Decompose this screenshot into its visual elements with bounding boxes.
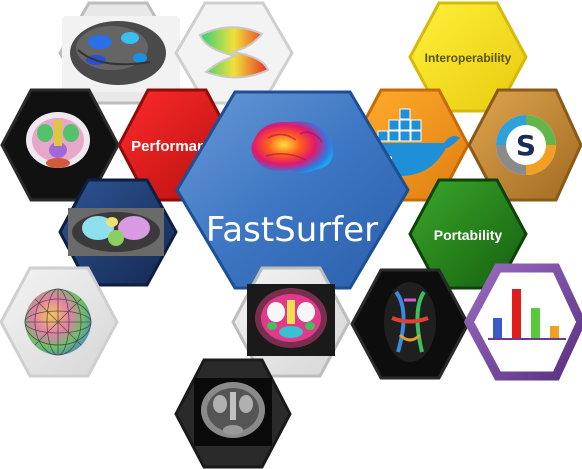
tractography-tile <box>350 268 470 380</box>
brain-logo-icon <box>251 121 333 173</box>
fastsurfer-main-tile[interactable]: FastSurfer <box>175 90 410 290</box>
coronal-mri-color-tile <box>231 266 351 378</box>
interoperability-tile[interactable]: Interoperability <box>408 1 528 113</box>
coronal-brain-segmentation-icon <box>26 112 90 168</box>
portability-label: Portability <box>434 227 503 243</box>
fastsurfer-title: FastSurfer <box>206 210 378 250</box>
coronal-mri-icon <box>194 378 272 446</box>
cerebellum-segmentation-icon <box>68 208 164 256</box>
interoperability-label: Interoperability <box>425 51 512 65</box>
stats-tile <box>463 263 582 381</box>
fiber-tractography-icon <box>384 282 436 362</box>
singularity-logo-icon: S <box>496 115 556 175</box>
coronal-mri-gray-tile <box>174 358 292 469</box>
inflated-brain-surface-icon <box>70 21 166 85</box>
surface-map-icon <box>198 26 270 79</box>
coronal-mri-overlay-icon <box>247 284 335 356</box>
svg-text:S: S <box>516 129 536 162</box>
brain-surface-tile <box>58 1 180 105</box>
surface-registration-tile <box>174 1 294 105</box>
cerebellum-tile <box>58 178 178 287</box>
spherical-mesh-icon <box>24 288 92 356</box>
coronal-segmentation-tile <box>0 88 120 202</box>
sphere-mesh-tile <box>0 266 119 378</box>
bar-chart-icon <box>488 289 566 340</box>
singularity-tile[interactable]: S <box>467 88 582 202</box>
